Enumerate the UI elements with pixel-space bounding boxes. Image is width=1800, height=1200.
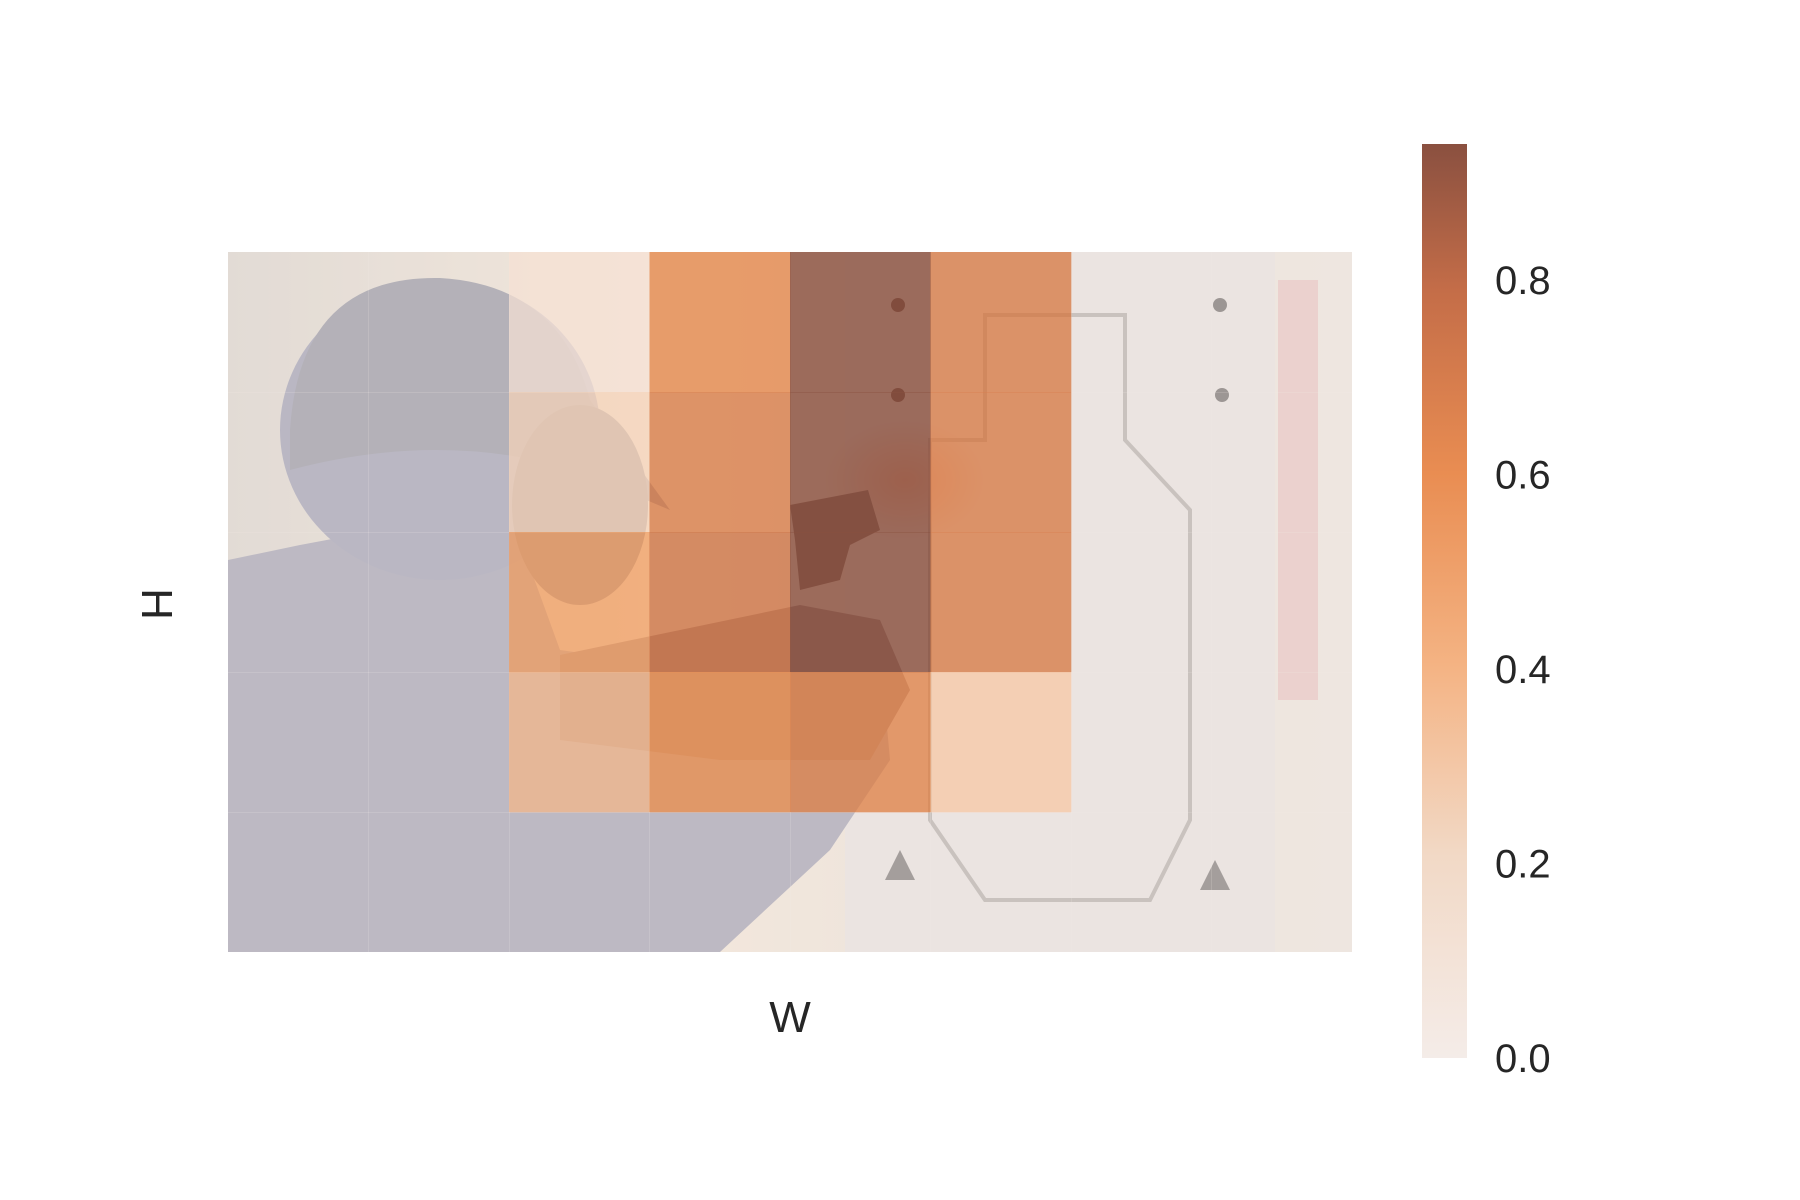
heatmap-cell [509, 252, 650, 393]
bullet-hole [1213, 298, 1227, 312]
colorbar-tick-label: 0.4 [1495, 648, 1551, 692]
triangle-marker [885, 850, 915, 880]
heatmap-cells [228, 252, 1352, 952]
heatmap-cell [368, 392, 510, 533]
heatmap-cell [509, 532, 650, 673]
colorbar-tick-label: 0.6 [1495, 454, 1551, 498]
heatmap-cell [368, 812, 510, 952]
heatmap-cell [930, 812, 1072, 952]
heatmap-cell [228, 812, 369, 952]
colorbar: 0.0 0.2 0.4 0.6 0.8 [1422, 144, 1551, 1081]
heatmap-cell [228, 672, 369, 813]
heatmap-cell [790, 252, 931, 393]
heatmap-cell [509, 672, 650, 813]
heatmap-cell [930, 392, 1072, 533]
heatmap-cell [649, 252, 791, 393]
heatmap-cell [1071, 532, 1212, 673]
bullet-hole [1215, 388, 1229, 402]
heatmap-cell [649, 392, 791, 533]
colorbar-tick-label: 0.0 [1495, 1037, 1551, 1081]
heatmap-cell [790, 392, 931, 533]
heatmap-cell [930, 532, 1072, 673]
colorbar-tick-label: 0.8 [1495, 259, 1551, 303]
heatmap-cell [790, 812, 931, 952]
heatmap-cell [1211, 252, 1352, 393]
triangle-marker [1200, 860, 1230, 890]
y-axis-label: H [132, 588, 181, 620]
heatmap-cell [649, 672, 791, 813]
heatmap-cell [1071, 252, 1212, 393]
heatmap-cell [228, 532, 369, 673]
heatmap-cell [1211, 392, 1352, 533]
heatmap-cell [1071, 672, 1212, 813]
heatmap-cell [1211, 812, 1352, 952]
colorbar-tick-label: 0.2 [1495, 843, 1551, 887]
heatmap-cell [368, 252, 510, 393]
heatmap-cell [228, 252, 369, 393]
heatmap-cell [228, 392, 369, 533]
red-post [1278, 280, 1318, 700]
colorbar-gradient [1422, 144, 1467, 1058]
heatmap-cell [790, 532, 931, 673]
heatmap-cell [368, 672, 510, 813]
heatmap-cell [368, 532, 510, 673]
heatmap-cell [649, 812, 791, 952]
heatmap-cell [509, 812, 650, 952]
heatmap-cell [509, 392, 650, 533]
heatmap-cell [1211, 532, 1352, 673]
x-axis-label: W [769, 993, 811, 1042]
colorbar-ticks: 0.0 0.2 0.4 0.6 0.8 [1495, 259, 1551, 1081]
heatmap-cell [1071, 392, 1212, 533]
heatmap-cell [649, 532, 791, 673]
heatmap-cell [790, 672, 931, 813]
heatmap-cell [930, 672, 1072, 813]
heatmap-cell [1211, 672, 1352, 813]
heatmap-cell [1071, 812, 1212, 952]
heatmap-cell [930, 252, 1072, 393]
